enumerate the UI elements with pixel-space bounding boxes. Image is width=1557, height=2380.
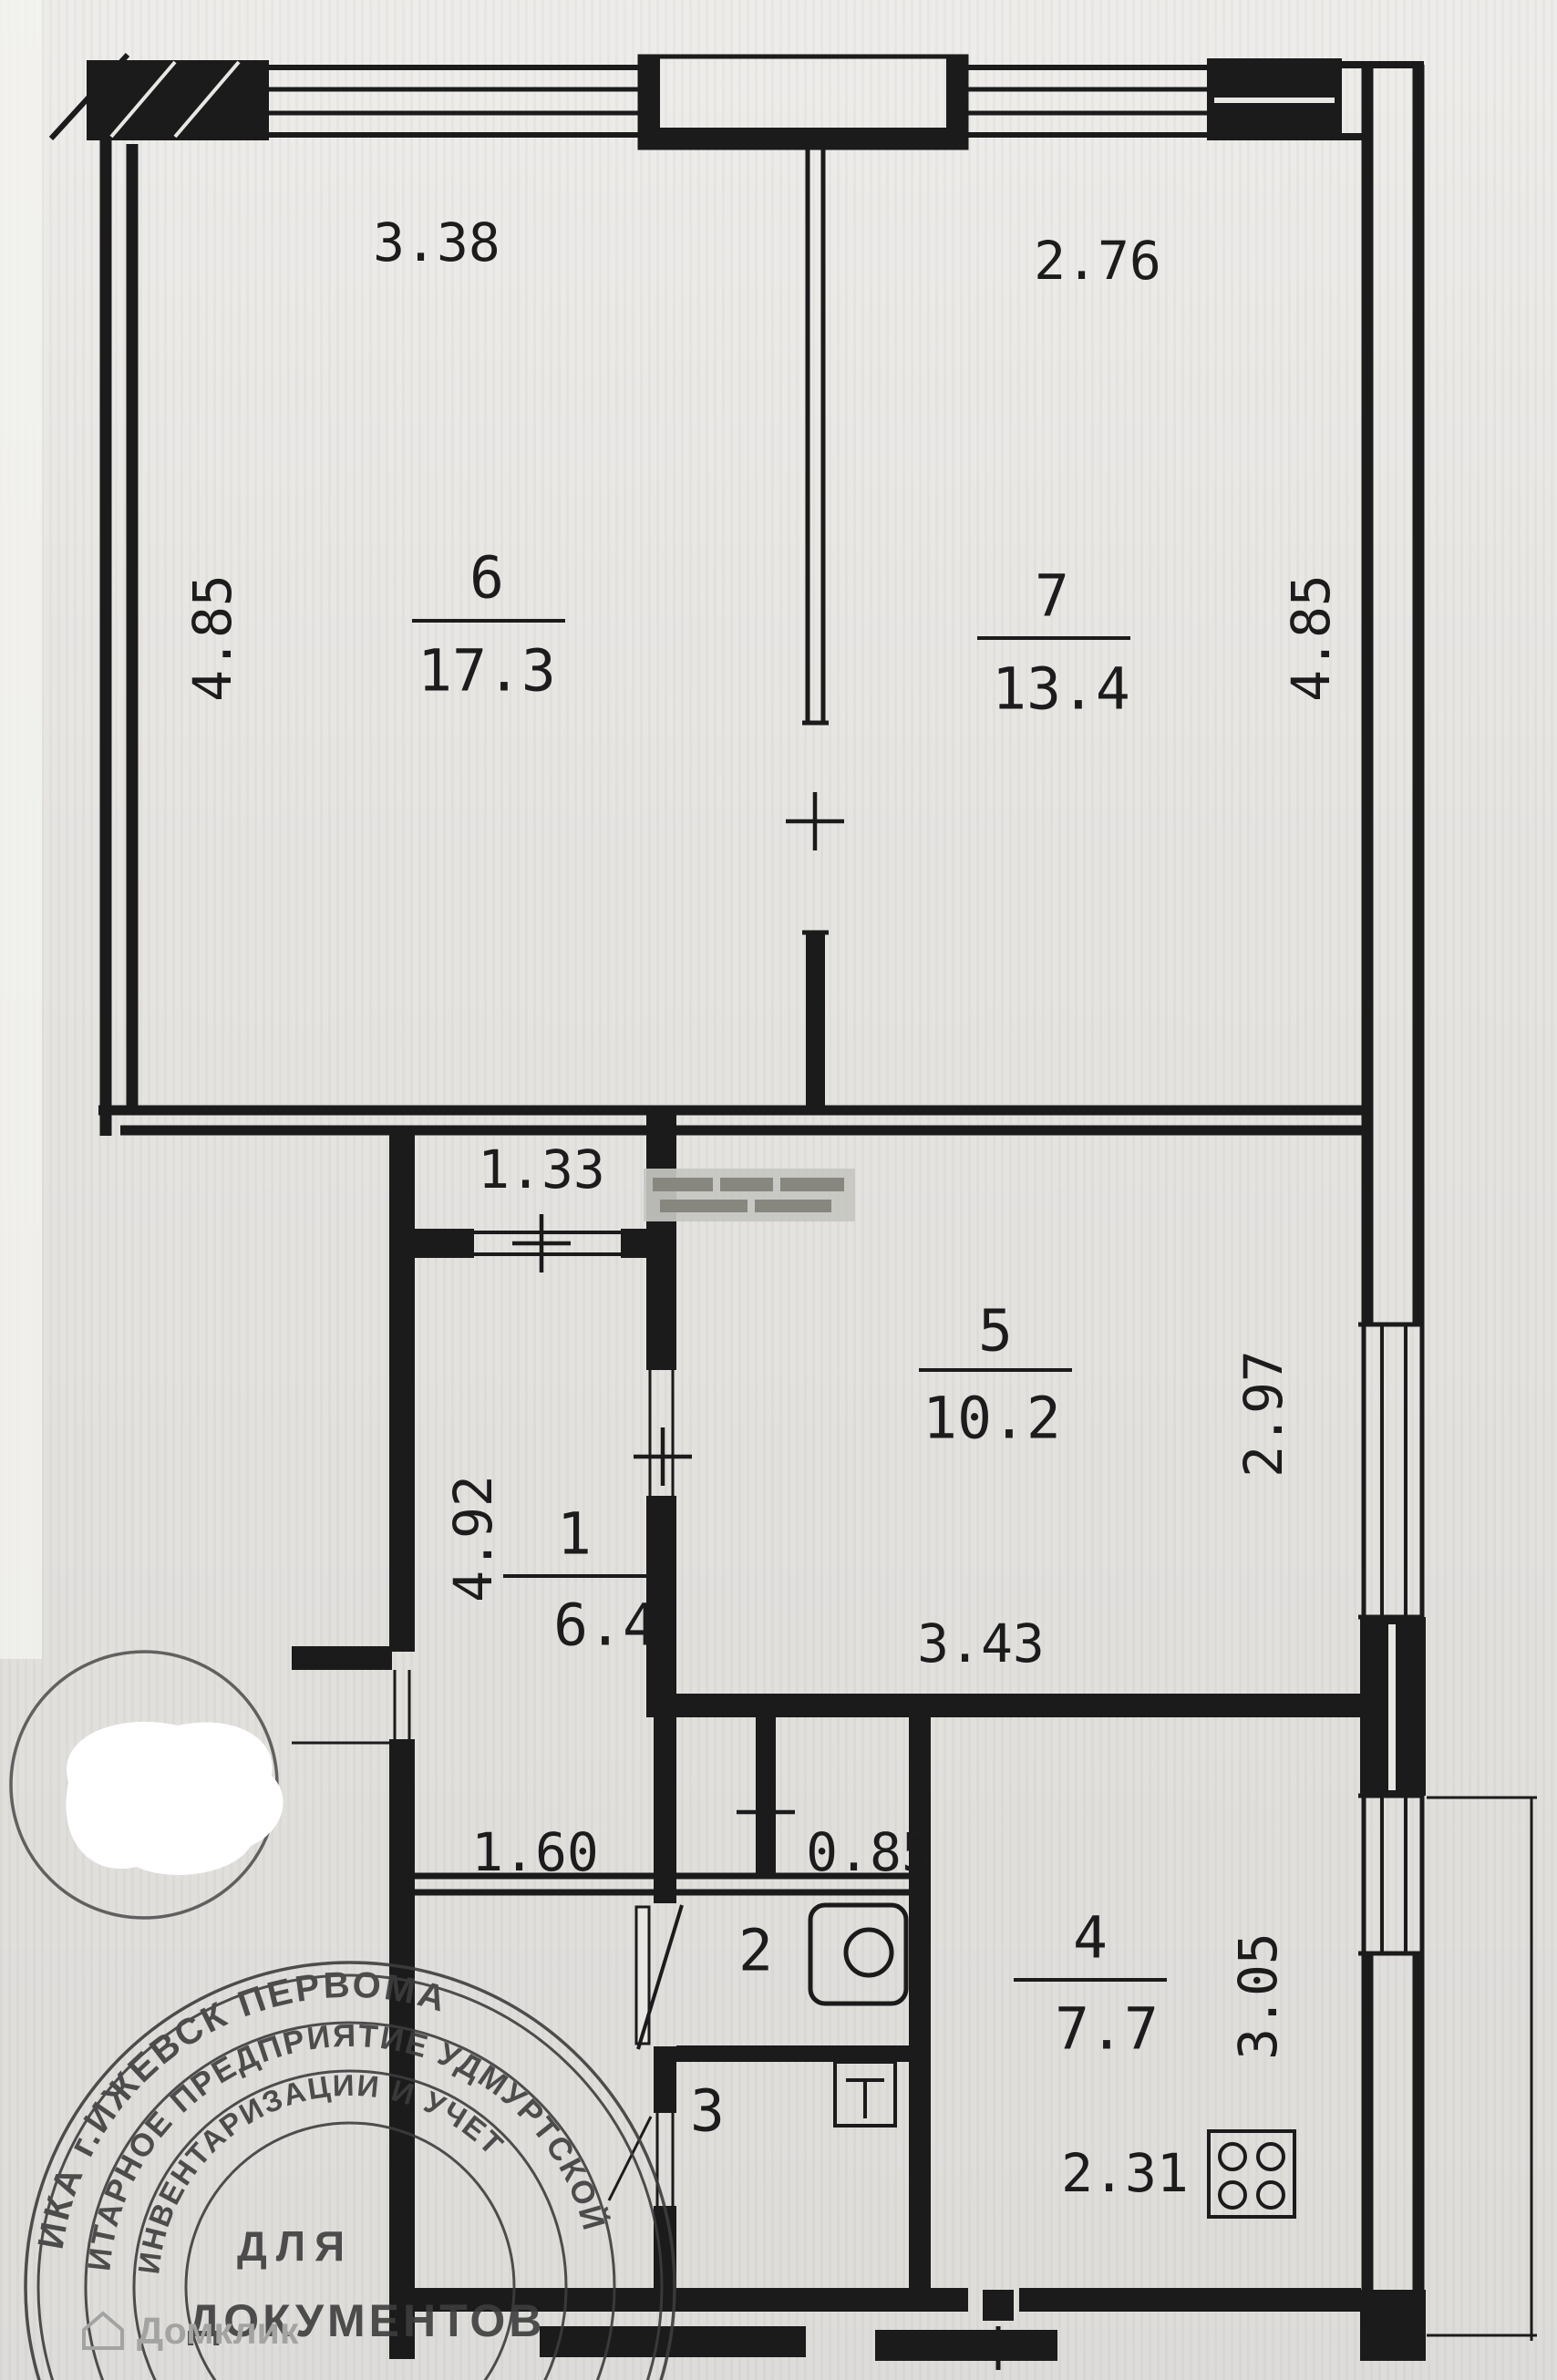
partition-room6-room7 bbox=[802, 149, 829, 1110]
room-number: 6 bbox=[469, 545, 504, 612]
section-cut-mark bbox=[48, 52, 130, 141]
room-number: 7 bbox=[1035, 563, 1069, 630]
room-2-label: 2 bbox=[738, 1918, 773, 1984]
window-top-right bbox=[966, 65, 1207, 138]
room-area: 6.4 bbox=[553, 1592, 657, 1659]
dim-kitchen-width: 2.31 bbox=[1061, 2142, 1189, 2204]
dim-hall-width: 1.60 bbox=[471, 1821, 599, 1883]
room-7-label: 7 13.4 bbox=[977, 563, 1130, 723]
room-area: 17.3 bbox=[418, 638, 556, 705]
hall-west-wall bbox=[292, 1130, 415, 2290]
entrance-opening bbox=[292, 1670, 411, 1745]
axis-cross bbox=[634, 1427, 692, 1486]
entrance-stub bbox=[292, 1646, 392, 1670]
room-area: 13.4 bbox=[992, 656, 1130, 723]
bottom-wall bbox=[389, 2288, 1361, 2370]
paper-edge bbox=[0, 0, 42, 1659]
stamp-large: ИКА г.ИЖЕВСК ПЕРВОМА ИТАРНОЕ ПРЕДПРИЯТИЕ… bbox=[24, 1961, 676, 2380]
wall-hatch-block bbox=[87, 60, 269, 140]
room-area: 7.7 bbox=[1055, 1996, 1159, 2063]
room-4-label: 4 7.7 bbox=[1014, 1905, 1167, 2063]
kitchen-west-wall bbox=[909, 1715, 931, 2290]
top-outer-wall bbox=[48, 52, 1424, 150]
room-number: 2 bbox=[738, 1918, 773, 1984]
dim-room5-depth: 2.97 bbox=[1232, 1350, 1294, 1478]
room-3-label: 3 bbox=[690, 2078, 725, 2145]
room-5-label: 5 10.2 bbox=[919, 1298, 1072, 1452]
room-number: 5 bbox=[978, 1298, 1013, 1365]
wall-room2-room3 bbox=[676, 2045, 909, 2062]
dim-hall-length: 4.92 bbox=[442, 1475, 504, 1602]
balcony-door-block bbox=[637, 54, 969, 150]
redaction-blob bbox=[66, 1721, 284, 1875]
room-6-label: 6 17.3 bbox=[412, 545, 565, 705]
dim-top-right-width: 2.76 bbox=[1034, 230, 1161, 292]
dim-left-depth: 4.85 bbox=[181, 574, 243, 702]
stamp-center-bottom: ДОКУМЕНТОВ bbox=[188, 2295, 546, 2346]
left-outer-wall bbox=[99, 91, 139, 1136]
axis-crosses bbox=[512, 792, 844, 1841]
axis-cross bbox=[512, 1214, 571, 1272]
dimension-labels: 3.38 2.76 4.85 4.85 1.33 2.97 4.92 3.43 … bbox=[181, 211, 1342, 2204]
room-labels: 6 17.3 7 13.4 5 10.2 1 6.4 4 7.7 2 3 bbox=[412, 545, 1167, 2145]
hall-south-wall bbox=[415, 1872, 912, 1896]
stove-icon bbox=[1207, 2129, 1296, 2219]
room5-door-opening bbox=[648, 1370, 675, 1496]
exterior-lines bbox=[1427, 1796, 1537, 2341]
domclik-label: Домклик bbox=[137, 2310, 299, 2352]
vent-icon bbox=[983, 2290, 1014, 2321]
room3-door-opening bbox=[607, 2113, 675, 2206]
redacted-watermark bbox=[644, 1169, 855, 1221]
main-cross-wall bbox=[98, 1105, 1367, 1136]
axis-cross bbox=[737, 1783, 795, 1841]
domclik-watermark: Домклик bbox=[82, 2310, 299, 2352]
dim-passage-width: 1.33 bbox=[478, 1138, 605, 1200]
window-top-left bbox=[269, 65, 640, 138]
domclik-logo-icon bbox=[82, 2311, 124, 2350]
sink-icon bbox=[833, 2060, 897, 2128]
room-area: 10.2 bbox=[923, 1386, 1061, 1452]
dim-nook-width: 0.85 bbox=[806, 1821, 933, 1883]
right-outer-wall bbox=[1358, 65, 1426, 2361]
right-window-room5 bbox=[1358, 1322, 1425, 1620]
fixtures bbox=[808, 1902, 1296, 2219]
room-number: 1 bbox=[557, 1501, 592, 1568]
dim-kitchen-depth: 3.05 bbox=[1227, 1932, 1289, 2060]
dim-right-depth: 4.85 bbox=[1280, 574, 1342, 702]
passage-1-33 bbox=[415, 1229, 676, 1258]
dim-top-left-width: 3.38 bbox=[373, 211, 500, 273]
room-number: 4 bbox=[1073, 1905, 1108, 1972]
dim-room5-width: 3.43 bbox=[917, 1612, 1045, 1674]
stamp-center-top: ДЛЯ bbox=[237, 2222, 354, 2270]
right-window-kitchen bbox=[1358, 1793, 1425, 1956]
bathroom-door bbox=[634, 1904, 684, 2050]
room-1-label: 1 6.4 bbox=[503, 1501, 658, 1659]
room5-south-wall bbox=[646, 1694, 1361, 1717]
axis-cross bbox=[786, 792, 844, 850]
toilet-icon bbox=[808, 1902, 909, 2006]
room-number: 3 bbox=[690, 2078, 725, 2145]
